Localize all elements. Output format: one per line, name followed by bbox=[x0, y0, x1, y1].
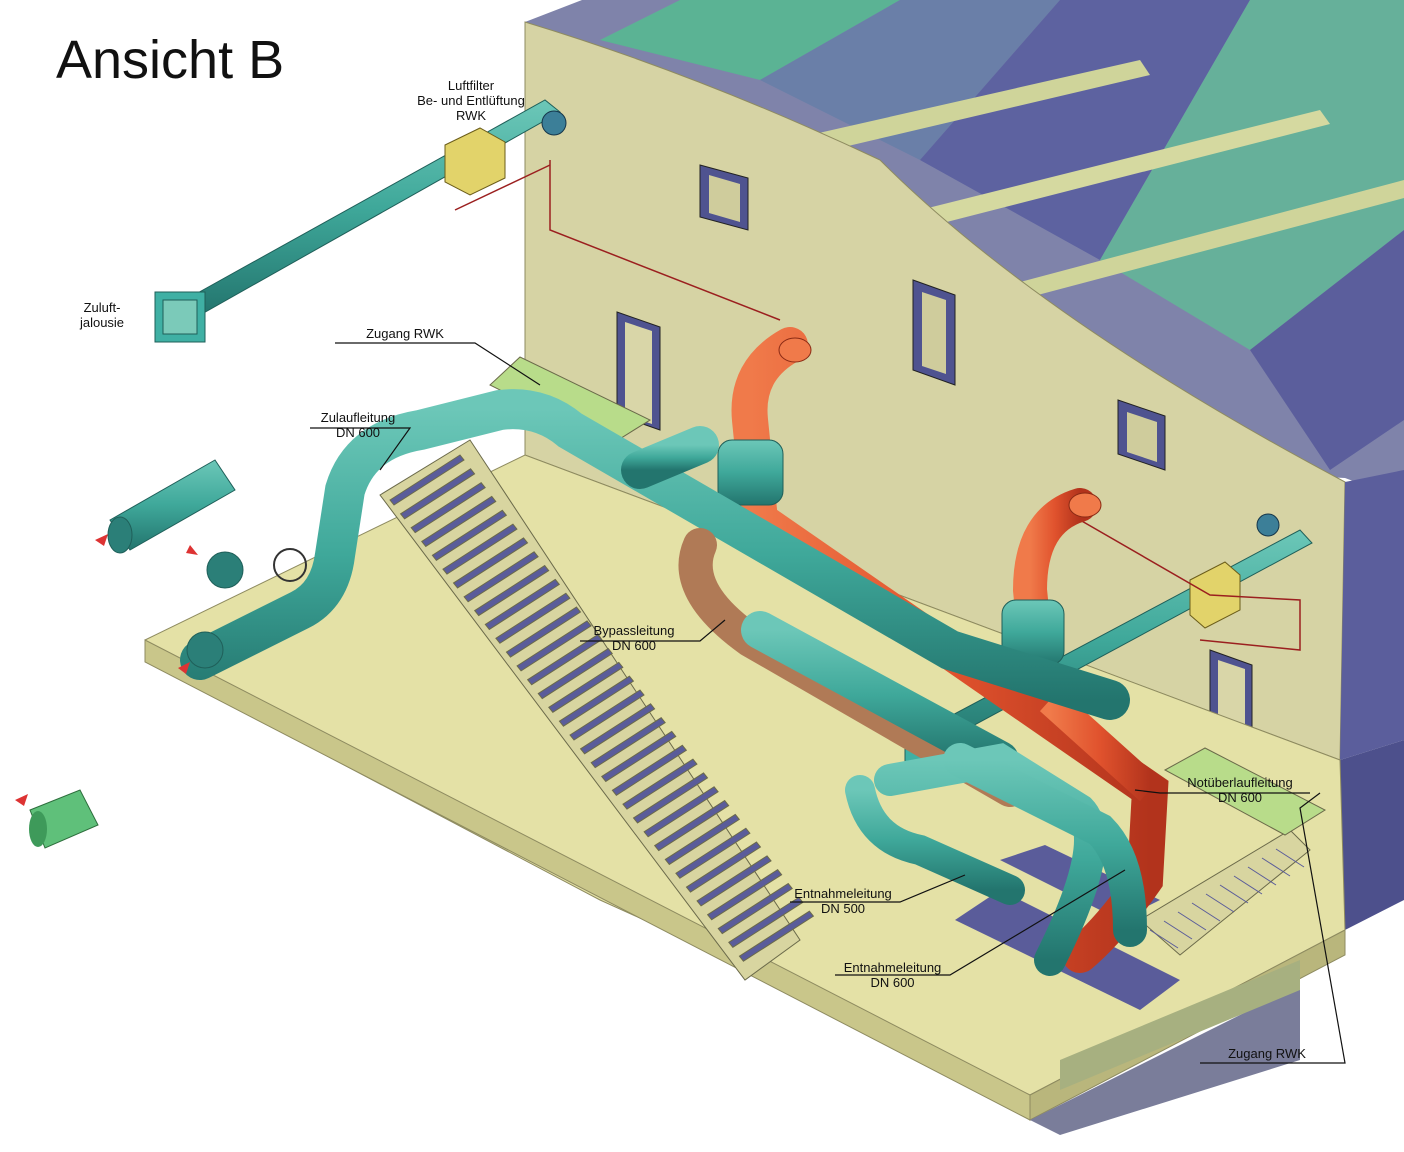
label-luftfilter-line3: RWK bbox=[455, 108, 487, 123]
label-entnahme600-line1: Entnahmeleitung bbox=[843, 960, 942, 975]
label-entnahme500-line2: DN 500 bbox=[820, 901, 866, 916]
stair-tread bbox=[1247, 866, 1277, 886]
label-zulauf-line2: DN 600 bbox=[335, 425, 381, 440]
loose-cylinders bbox=[15, 459, 307, 849]
stair-tread bbox=[738, 910, 815, 962]
label-zugang-bottom: Zugang RWK bbox=[1228, 1046, 1306, 1061]
stair-tread bbox=[590, 716, 666, 769]
label-zulauf: Zulaufleitung DN 600 bbox=[303, 410, 413, 440]
duct-top bbox=[154, 99, 781, 343]
stair-tread bbox=[1191, 902, 1221, 922]
stair-tread bbox=[558, 675, 635, 727]
stair-tread bbox=[1163, 920, 1193, 940]
stair-tread bbox=[1149, 929, 1179, 949]
stair-tread bbox=[548, 661, 624, 714]
stair-tread bbox=[495, 592, 571, 644]
label-entnahme600-line2: DN 600 bbox=[870, 975, 915, 990]
stair-tread bbox=[611, 744, 688, 796]
stair-tread bbox=[473, 564, 550, 617]
stair-tread bbox=[431, 509, 508, 561]
stair-tread bbox=[653, 799, 730, 852]
stair-tread bbox=[537, 647, 613, 700]
stair-tread bbox=[452, 537, 529, 589]
stairs-main bbox=[379, 439, 815, 981]
stair-tread bbox=[505, 606, 582, 658]
label-zuluft-line1: Zuluft- bbox=[83, 300, 121, 315]
label-luftfilter: Luftfilter Be- und Entlüftung RWK bbox=[406, 78, 536, 123]
label-entnahme500-line1: Entnahmeleitung bbox=[794, 886, 892, 901]
stair-tread bbox=[1275, 848, 1305, 868]
label-notueberlauf-line1: Notüberlaufleitung bbox=[1187, 775, 1293, 790]
stair-tread bbox=[410, 481, 486, 534]
label-luftfilter-line2: Be- und Entlüftung bbox=[417, 93, 525, 108]
stair-tread bbox=[1219, 884, 1249, 904]
label-zulauf-line1: Zulaufleitung bbox=[320, 410, 396, 425]
stair-tread bbox=[579, 703, 656, 755]
stair-tread bbox=[643, 786, 719, 838]
stair-tread bbox=[389, 454, 465, 506]
stair-tread bbox=[622, 758, 698, 810]
stair-tread bbox=[1205, 893, 1235, 913]
stair-tread bbox=[696, 855, 772, 907]
stair-tread bbox=[685, 841, 762, 893]
label-zuluft-line2: jalousie bbox=[79, 315, 125, 330]
stair-tread bbox=[1233, 875, 1263, 895]
stair-tread bbox=[442, 523, 518, 575]
label-luftfilter-line1: Luftfilter bbox=[447, 78, 495, 93]
stair-tread bbox=[463, 551, 539, 603]
stairs-right bbox=[1139, 829, 1311, 956]
landing-notueberlauf bbox=[1163, 747, 1327, 836]
label-entnahme600: Entnahmeleitung DN 600 bbox=[830, 960, 955, 990]
stair-tread bbox=[399, 468, 476, 520]
stair-tread bbox=[421, 495, 497, 548]
stair-tread bbox=[484, 578, 561, 631]
label-bypass-line2: DN 600 bbox=[611, 638, 657, 653]
stair-tread bbox=[706, 869, 783, 921]
stair-tread bbox=[601, 730, 677, 783]
stair-tread bbox=[1261, 857, 1291, 877]
label-entnahme500: Entnahmeleitung DN 500 bbox=[783, 886, 903, 916]
label-zuluft: Zuluft- jalousie bbox=[62, 300, 142, 330]
stair-tread bbox=[632, 772, 709, 824]
label-bypass: Bypassleitung DN 600 bbox=[574, 623, 694, 653]
stair-tread bbox=[526, 634, 603, 686]
stair-tread bbox=[569, 689, 645, 741]
label-bypass-line1: Bypassleitung bbox=[593, 623, 675, 638]
process-pipes bbox=[180, 389, 1147, 976]
label-zugang-top: Zugang RWK bbox=[366, 326, 444, 341]
stair-tread bbox=[675, 827, 751, 879]
stair-tread bbox=[664, 813, 741, 866]
stair-tread bbox=[516, 620, 592, 672]
view-title: Ansicht B bbox=[56, 30, 285, 90]
stair-tread bbox=[717, 882, 793, 935]
building-wall bbox=[524, 21, 1404, 930]
leader-lines bbox=[310, 342, 1346, 1064]
label-notueberlauf: Notüberlaufleitung DN 600 bbox=[1175, 775, 1305, 805]
stair-tread bbox=[1177, 911, 1207, 931]
label-notueberlauf-line2: DN 600 bbox=[1217, 790, 1263, 805]
